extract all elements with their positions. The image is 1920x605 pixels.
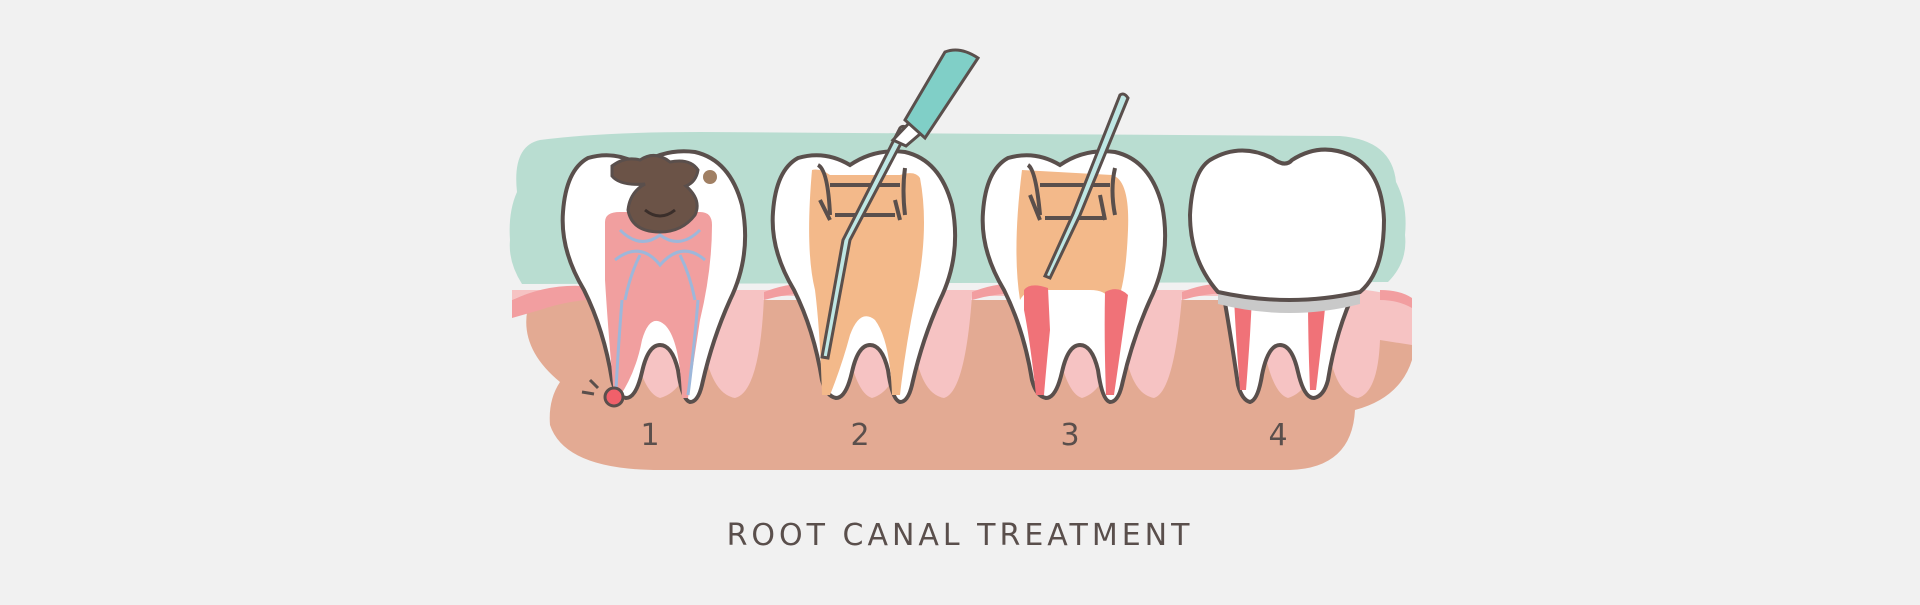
diagram-title: ROOT CANAL TREATMENT [726, 518, 1194, 553]
tooth-4-crown [1187, 147, 1387, 302]
step-number-1: 1 [640, 418, 659, 453]
tooth-3-red-roots [1024, 285, 1128, 395]
tooth-1-nerves [614, 228, 706, 396]
step-number-4: 4 [1268, 418, 1287, 453]
tooth-1 [560, 149, 748, 408]
tooth-1-infection [603, 386, 625, 408]
tooth-3-tool [1042, 92, 1130, 280]
tooth-4 [1187, 147, 1387, 405]
tooth-2 [770, 48, 981, 405]
gum-red-line [512, 283, 1412, 318]
tooth-2-tool [820, 48, 981, 360]
tooth-1-pulp [605, 212, 712, 398]
gum-pink-band [512, 288, 1412, 398]
step-number-2: 2 [850, 418, 869, 453]
step-number-3: 3 [1060, 418, 1079, 453]
tooth-2-canal [809, 169, 924, 395]
tooth-1-decay [610, 154, 700, 234]
tooth-3 [980, 92, 1168, 405]
